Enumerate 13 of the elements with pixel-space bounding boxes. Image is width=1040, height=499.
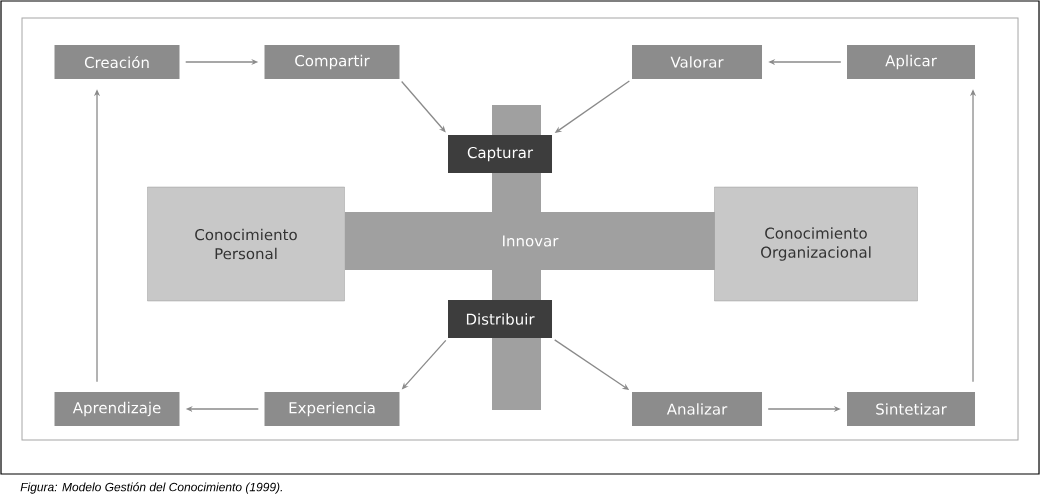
process-box: Compartir (264, 45, 400, 79)
knowledge-box: Conocimiento Personal (147, 186, 345, 302)
knowledge-box: Conocimiento Organizacional (714, 186, 918, 302)
process-box: Analizar (632, 392, 762, 426)
process-box: Valorar (632, 45, 762, 79)
process-box: Experiencia (264, 392, 400, 426)
process-box: Aprendizaje (54, 392, 180, 426)
action-box: Distribuir (448, 300, 552, 338)
process-box: Aplicar (847, 45, 975, 79)
process-box: Sintetizar (847, 392, 975, 426)
action-box: Capturar (448, 135, 552, 173)
process-box: Creación (54, 45, 180, 79)
caption: Figura: Modelo Gestión del Conocimiento (1999). (20, 482, 282, 494)
